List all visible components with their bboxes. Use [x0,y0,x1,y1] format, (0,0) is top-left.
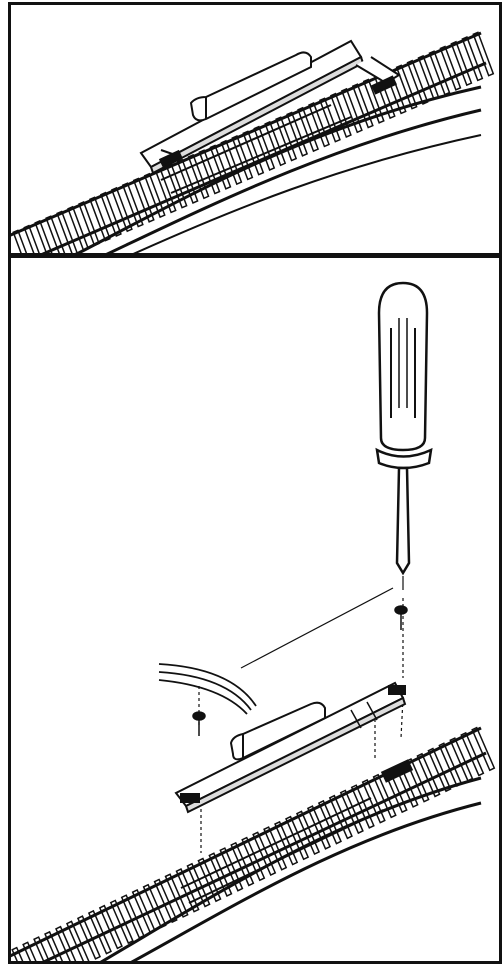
switch-machine-icon [174,681,407,814]
track-tie [110,186,133,233]
track-tie [472,31,495,77]
switch-machine-icon [139,39,401,175]
track-tie [87,909,112,955]
turnout-track-icon [11,31,495,253]
track-tie [362,78,385,124]
track-tie [460,731,485,777]
wire-leads-icon [158,663,257,715]
track-tie [449,737,474,782]
turnout-with-switch-machine-illustration [11,31,495,253]
track-tie [471,726,496,772]
installation-illustration [11,281,496,961]
track-tie [11,946,24,961]
track-tie [76,915,102,960]
track-tie [406,59,429,105]
track-tie [416,752,441,798]
track-tie [450,40,473,87]
track-tie [98,904,123,950]
track-tie [55,925,77,961]
screw-icon [192,711,206,736]
turnout-track-icon [11,726,496,961]
track-tie [461,36,484,82]
track-tie [109,899,134,945]
track-tie [351,83,374,129]
screwdriver-icon [375,281,433,576]
bottom-illustration-panel [8,255,502,964]
track-tie [427,747,452,793]
track-tie [143,172,166,219]
track-tie [395,64,418,110]
track-tie [153,878,178,924]
track-tie [132,177,155,223]
track-tie [65,920,90,961]
screw-icon [394,605,408,630]
track-tie [428,50,451,96]
track-tie [439,45,462,91]
top-illustration-panel [8,2,502,256]
track-tie [164,873,189,918]
track-tie [121,182,144,228]
